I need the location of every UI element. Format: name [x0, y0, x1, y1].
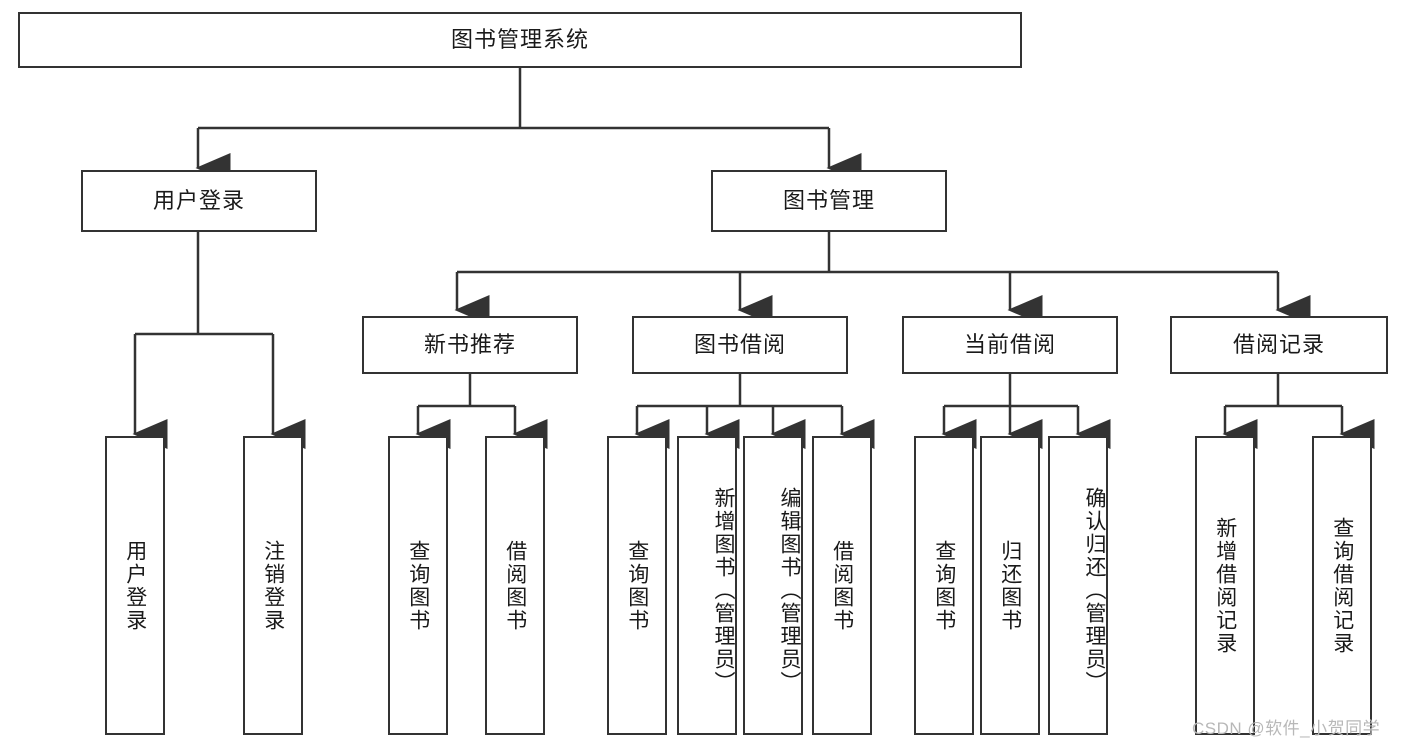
- node-label: 编辑图书（管理员）: [778, 487, 801, 694]
- node-leaf-query-book-2[interactable]: 查询图书: [607, 436, 667, 735]
- node-new-book-recommend[interactable]: 新书推荐: [362, 316, 578, 374]
- node-leaf-borrow-book-1[interactable]: 借阅图书: [485, 436, 545, 735]
- node-user-login[interactable]: 用户登录: [81, 170, 317, 232]
- node-library-management-system[interactable]: 图书管理系统: [18, 12, 1022, 68]
- node-leaf-query-record[interactable]: 查询借阅记录: [1312, 436, 1372, 735]
- node-leaf-query-book-1[interactable]: 查询图书: [388, 436, 448, 735]
- node-label: 注销登录: [261, 539, 285, 632]
- node-leaf-edit-book[interactable]: 编辑图书（管理员）: [743, 436, 803, 735]
- node-leaf-add-book[interactable]: 新增图书（管理员）: [677, 436, 737, 735]
- node-leaf-confirm-return[interactable]: 确认归还（管理员）: [1048, 436, 1108, 735]
- node-label: 归还图书: [998, 539, 1022, 632]
- node-label: 图书借阅: [693, 331, 786, 357]
- node-leaf-logout[interactable]: 注销登录: [243, 436, 303, 735]
- node-label: 图书管理系统: [450, 26, 589, 52]
- node-leaf-add-record[interactable]: 新增借阅记录: [1195, 436, 1255, 735]
- node-leaf-return-book[interactable]: 归还图书: [980, 436, 1040, 735]
- node-book-management[interactable]: 图书管理: [711, 170, 947, 232]
- node-leaf-query-book-3[interactable]: 查询图书: [914, 436, 974, 735]
- node-label: 查询借阅记录: [1330, 516, 1354, 655]
- node-label: 确认归还（管理员）: [1083, 487, 1106, 694]
- node-label: 新增借阅记录: [1213, 516, 1237, 655]
- node-label: 借阅图书: [503, 539, 527, 632]
- node-borrow-record[interactable]: 借阅记录: [1170, 316, 1388, 374]
- node-book-borrow[interactable]: 图书借阅: [632, 316, 848, 374]
- node-label: 借阅记录: [1232, 331, 1325, 357]
- node-leaf-borrow-book-2[interactable]: 借阅图书: [812, 436, 872, 735]
- node-label: 查询图书: [625, 539, 649, 632]
- node-label: 新书推荐: [423, 331, 516, 357]
- node-label: 图书管理: [782, 187, 875, 213]
- node-label: 查询图书: [406, 539, 430, 632]
- node-label: 当前借阅: [963, 331, 1056, 357]
- node-label: 借阅图书: [830, 539, 854, 632]
- node-label: 新增图书（管理员）: [712, 487, 735, 694]
- node-leaf-user-login[interactable]: 用户登录: [105, 436, 165, 735]
- node-label: 查询图书: [932, 539, 956, 632]
- node-label: 用户登录: [123, 539, 147, 632]
- node-current-borrow[interactable]: 当前借阅: [902, 316, 1118, 374]
- csdn-watermark: CSDN @软件_小贺同学: [1192, 719, 1381, 738]
- node-label: 用户登录: [152, 187, 245, 213]
